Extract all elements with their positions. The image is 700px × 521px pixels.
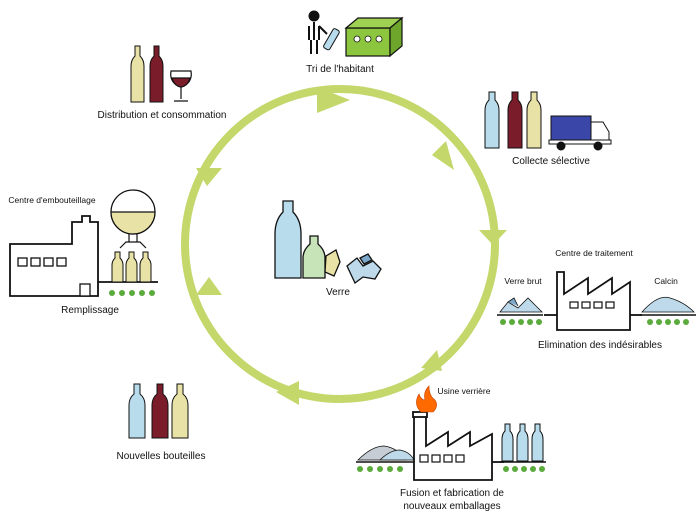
arrow-upper-right [432, 141, 454, 170]
stage-label-elimination: Elimination des indésirables [538, 340, 662, 351]
arrow-upper-left [196, 168, 222, 186]
sublabel-calcin: Calcin [654, 276, 678, 286]
arrow-lower-right [421, 350, 442, 371]
arrow-lower-left [196, 277, 222, 295]
sublabel-usine-verriere: Usine verrière [437, 386, 491, 396]
sublabel-centre-embouteillage: Centre d'embouteillage [8, 195, 96, 205]
fusion-bottles-icon [500, 423, 546, 463]
cycle-arrows [196, 87, 507, 405]
treatment-factory-icon [544, 271, 642, 331]
green-dots-calcin [647, 319, 689, 325]
arrow-right [479, 230, 507, 245]
person-icon [308, 10, 328, 54]
thrown-bottle-icon [323, 28, 340, 51]
green-dots-fusion-right [503, 466, 545, 472]
filling-tank-icon [110, 189, 156, 249]
glass-factory-icon [412, 411, 504, 481]
stage-label-distribution: Distribution et consommation [97, 110, 227, 121]
stage-label-bouteilles: Nouvelles bouteilles [116, 451, 206, 462]
stage-label-collecte: Collecte sélective [512, 156, 590, 167]
distribution-bottles-icon [130, 45, 164, 103]
filled-bottles-icon [111, 251, 152, 283]
sublabel-verre-brut: Verre brut [504, 276, 542, 286]
calcin-pile-icon [640, 296, 696, 316]
sublabel-centre-traitement: Centre de traitement [555, 248, 633, 258]
recycling-bin-icon [344, 16, 404, 58]
new-bottles-icon [128, 383, 189, 439]
green-dots-fusion-left [357, 466, 403, 472]
raw-material-piles-icon [356, 445, 415, 463]
stage-label-tri: Tri de l'habitant [306, 64, 374, 75]
stage-label-remplissage: Remplissage [61, 305, 119, 316]
center-glass-icon [274, 200, 382, 284]
arrow-bottom [276, 381, 299, 405]
flame-icon [416, 385, 437, 413]
arrow-top [317, 87, 350, 113]
verre-brut-pile-icon [497, 297, 543, 316]
truck-icon [548, 115, 612, 151]
green-dots [500, 319, 542, 325]
cycle-ring [181, 85, 499, 403]
wine-glass-icon [170, 70, 192, 102]
collecte-bottles-icon [484, 91, 542, 149]
green-dots-remplissage [109, 290, 155, 296]
center-label-verre: Verre [326, 287, 350, 298]
stage-label-fusion: Fusion et fabrication de nouveaux emball… [400, 488, 504, 512]
